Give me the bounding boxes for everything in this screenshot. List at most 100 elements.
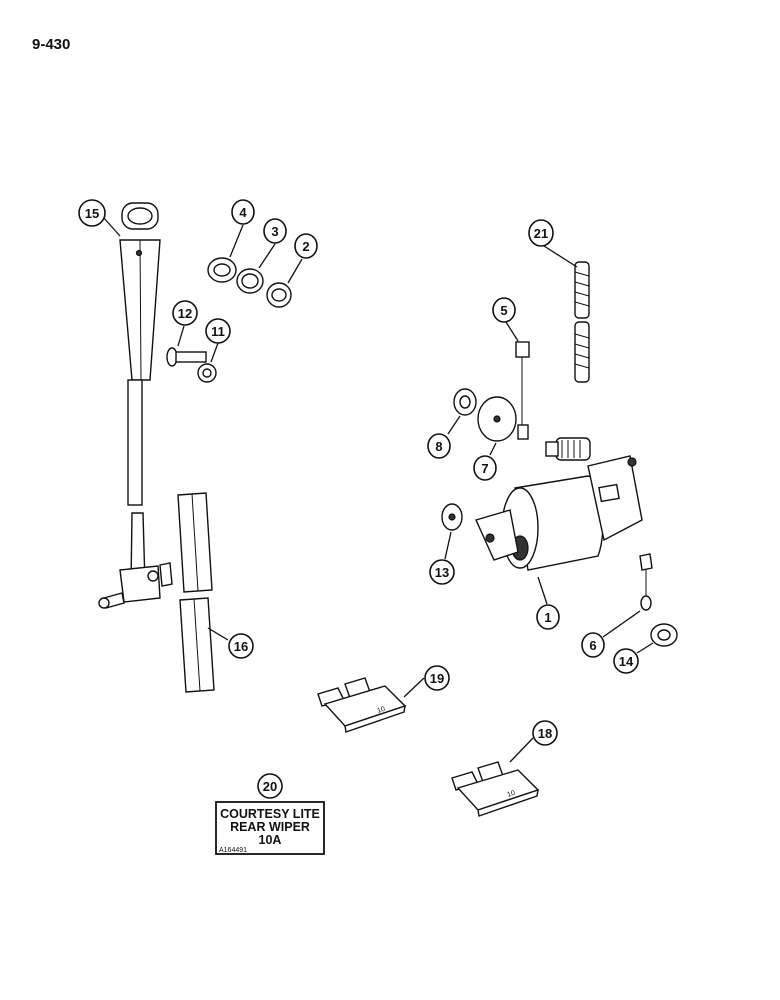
leader-13 <box>444 531 452 560</box>
part-21-spring <box>574 261 590 383</box>
wiper-blade-lower-line <box>193 598 201 692</box>
leader-18 <box>509 737 534 763</box>
washers-8-7 <box>453 388 517 442</box>
wiper-blade-upper-line <box>191 493 199 592</box>
callout-15-label: 15 <box>85 206 99 221</box>
wiper-arm-hinge-end <box>127 207 153 225</box>
callout-5: 5 <box>492 297 516 323</box>
callout-3-label: 3 <box>271 224 278 239</box>
part-19-fuse: 10 <box>317 677 407 733</box>
callout-1: 1 <box>536 604 560 630</box>
callout-bubbles: 15 4 3 2 12 11 <box>78 199 639 799</box>
callout-20-label: 20 <box>263 779 277 794</box>
callout-11-label: 11 <box>211 324 225 339</box>
part-2-washer-hole <box>271 288 287 302</box>
callout-12: 12 <box>172 300 198 326</box>
decal-line-3: 10A <box>259 833 282 847</box>
callout-5-label: 5 <box>500 303 507 318</box>
callout-6: 6 <box>581 632 605 658</box>
leader-3 <box>258 243 276 269</box>
part-20-decal: COURTESY LITE REAR WIPER 10A A164491 <box>215 801 325 855</box>
leader-7 <box>489 442 497 456</box>
motor-mount-hole <box>485 533 495 543</box>
wiper-blade <box>177 492 215 693</box>
leader-16 <box>207 627 229 641</box>
fuse-18-rating: 10 <box>506 790 516 799</box>
callout-8-label: 8 <box>435 439 442 454</box>
callout-19: 19 <box>424 665 450 691</box>
fuse-18-edge <box>477 788 539 817</box>
fuse-19-edge <box>344 704 406 733</box>
decal-border <box>215 801 325 855</box>
part-14-nut <box>650 623 678 647</box>
callout-13: 13 <box>429 559 455 585</box>
leader-11 <box>210 342 219 363</box>
motor-output-shaft <box>555 437 591 461</box>
fuse-19-rating: 10 <box>376 706 386 715</box>
callout-18-label: 18 <box>538 726 552 741</box>
wiper-arm-rivet <box>135 249 143 257</box>
callout-7: 7 <box>473 455 497 481</box>
leader-6 <box>602 610 641 638</box>
callout-14-label: 14 <box>619 654 634 669</box>
bolt-and-nut <box>166 347 217 383</box>
leader-lines <box>102 216 654 763</box>
leader-8 <box>447 415 461 435</box>
part-13-washer <box>441 503 463 531</box>
callout-2: 2 <box>294 233 318 259</box>
page-number: 9-430 <box>32 36 71 53</box>
part-1-wiper-motor <box>475 437 643 571</box>
washer-13-hole <box>448 513 456 521</box>
callout-2-label: 2 <box>302 239 309 254</box>
part-8-washer-hole <box>459 395 471 409</box>
wiper-arm-screw-head <box>98 597 110 609</box>
gear-housing-screw <box>627 457 637 467</box>
callout-3: 3 <box>263 218 287 244</box>
decal-part-number: A164491 <box>219 847 247 854</box>
spring-coils <box>574 271 590 369</box>
wiper-arm <box>98 202 173 609</box>
decal-line-1: COURTESY LITE <box>220 807 320 821</box>
part-7-washer-hole <box>493 415 501 423</box>
wiper-arm-nut <box>159 562 173 587</box>
motor-shaft-tip <box>545 441 559 457</box>
callout-14: 14 <box>613 648 639 674</box>
callout-20: 20 <box>257 773 283 799</box>
callout-12-label: 12 <box>178 306 192 321</box>
callout-16: 16 <box>228 633 254 659</box>
leader-21 <box>543 245 578 268</box>
part-6-ground-lead <box>639 553 653 611</box>
part-11-nut-hole <box>202 368 212 378</box>
callout-11: 11 <box>205 318 231 344</box>
part-4-nut-hole <box>213 263 231 277</box>
callout-21: 21 <box>528 219 554 247</box>
motor-shaft-splines <box>561 440 581 458</box>
motor-mount-bracket <box>475 509 519 561</box>
callout-16-label: 16 <box>234 639 248 654</box>
leader-1 <box>537 576 548 605</box>
nut-bushing-washer-set <box>207 257 292 308</box>
callout-8: 8 <box>427 433 451 459</box>
spring-upper <box>574 261 590 319</box>
leader-15 <box>102 216 121 237</box>
leader-14 <box>636 642 654 654</box>
ground-lead-terminal <box>639 553 653 571</box>
leader-19 <box>403 677 425 698</box>
callout-21-label: 21 <box>534 226 548 241</box>
part-3-bushing-hole <box>241 273 259 289</box>
nut-14-hole <box>657 629 671 641</box>
callout-4-label: 4 <box>239 205 247 220</box>
callout-6-label: 6 <box>589 638 596 653</box>
callout-13-label: 13 <box>435 565 449 580</box>
lead-lower-terminal <box>517 424 529 440</box>
callout-1-label: 1 <box>544 610 551 625</box>
callout-7-label: 7 <box>481 461 488 476</box>
ground-lead-ring <box>640 595 652 611</box>
wiper-arm-pivot <box>147 570 159 582</box>
lead-upper-terminal <box>515 341 530 358</box>
callout-15: 15 <box>78 199 106 227</box>
decal-line-2: REAR WIPER <box>230 820 310 834</box>
wiper-arm-ridge <box>139 239 142 381</box>
leader-12 <box>177 325 185 347</box>
